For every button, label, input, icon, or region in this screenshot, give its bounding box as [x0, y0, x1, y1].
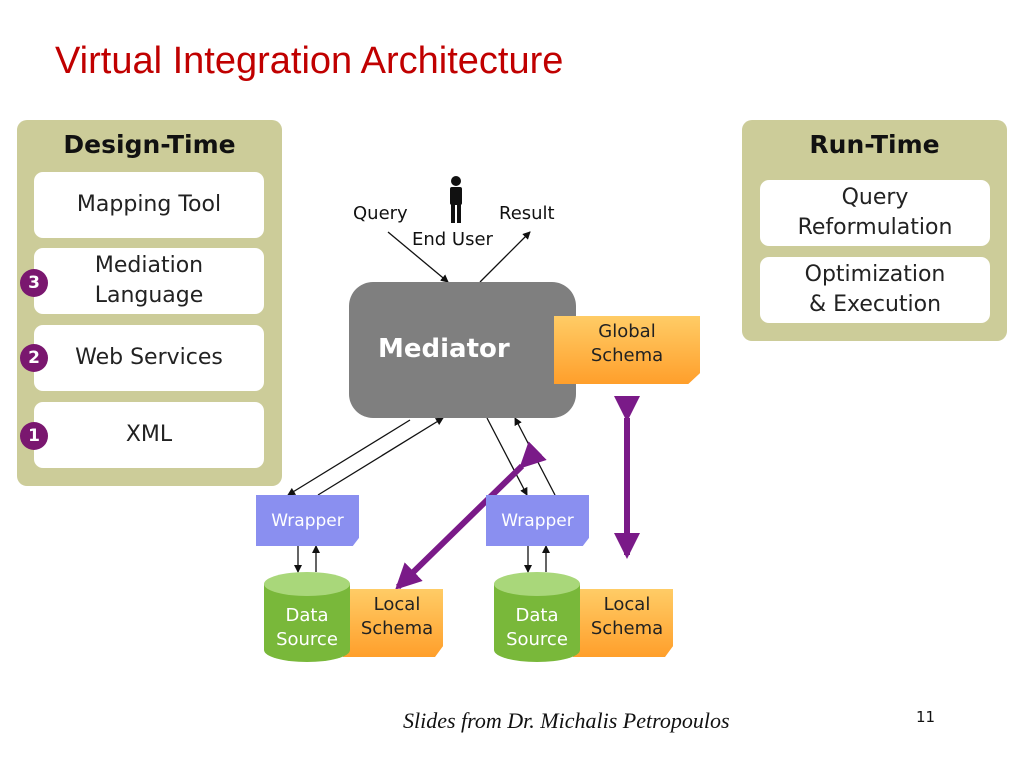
run-time-title: Run-Time: [809, 130, 940, 159]
data-source-label-2: Data Source: [506, 605, 568, 650]
data-source-label-1: Data Source: [276, 605, 338, 650]
mapping-tool-card: Mapping Tool: [34, 172, 264, 238]
end-user-label: End User: [412, 229, 493, 250]
xml-card: XML: [34, 402, 264, 468]
global-local-mapping-arrow-1: [395, 441, 547, 590]
query-label: Query: [353, 203, 408, 224]
data-source-cylinder-1: [264, 572, 350, 662]
wrapper-box-2: Wrapper: [486, 495, 589, 546]
slide-footer: Slides from Dr. Michalis Petropoulos: [403, 708, 730, 733]
mediator-box: Mediator: [349, 282, 576, 418]
wrapper-1-to-mediator-arrow: [317, 417, 444, 496]
person-icon: [450, 176, 462, 223]
slide-title: Virtual Integration Architecture: [55, 40, 564, 82]
step-badge-2: 2: [20, 344, 48, 372]
mediation-language-card: Mediation Language: [34, 248, 264, 314]
step-badge-1: 1: [20, 422, 48, 450]
web-services-card: Web Services: [34, 325, 264, 391]
local-schema-note-1: Local Schema: [343, 589, 443, 657]
wrapper-box-1: Wrapper: [256, 495, 359, 546]
design-time-title: Design-Time: [63, 130, 236, 159]
optimization-execution-card: Optimization & Execution: [760, 257, 990, 323]
page-number: 11: [916, 708, 936, 726]
mediator-to-wrapper-1-arrow: [287, 419, 411, 496]
local-schema-note-2: Local Schema: [573, 589, 673, 657]
result-arrow: [479, 231, 531, 283]
global-schema-note: Global Schema: [554, 316, 700, 384]
data-source-cylinder-2: [494, 572, 580, 662]
query-arrow: [387, 231, 449, 283]
step-badge-3: 3: [20, 269, 48, 297]
query-reformulation-card: Query Reformulation: [760, 180, 990, 246]
mediator-label: Mediator: [378, 334, 510, 364]
result-label: Result: [499, 203, 555, 224]
